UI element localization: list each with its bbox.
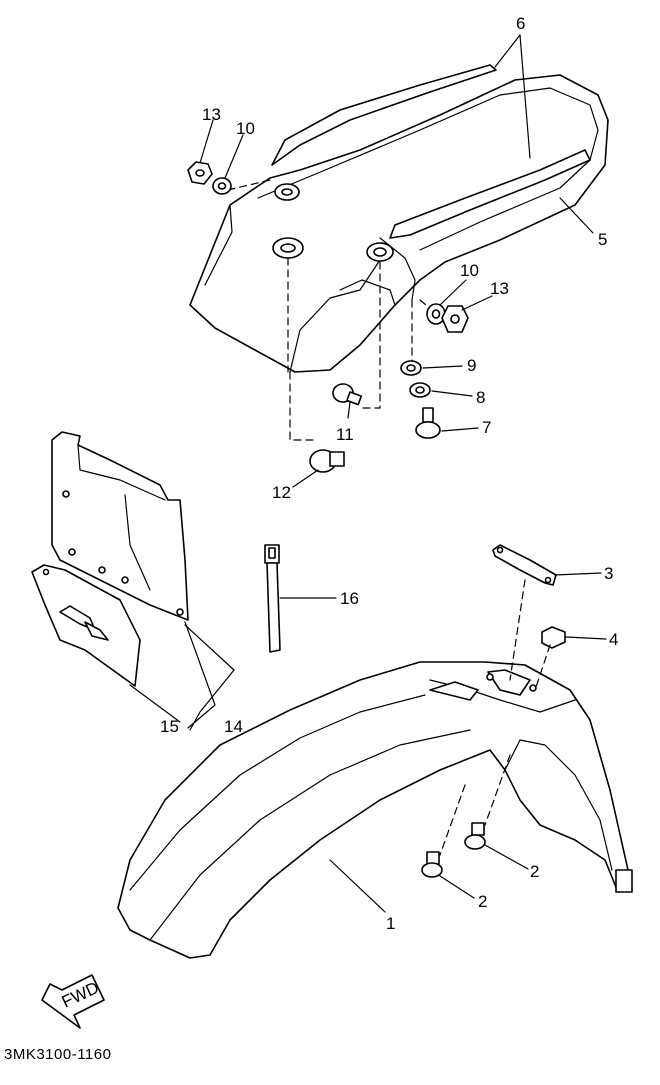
nut-part-4 <box>541 626 566 649</box>
callout-3: 3 <box>604 564 613 583</box>
assembly-lines-upper <box>227 179 433 441</box>
callout-6: 6 <box>516 14 525 33</box>
callout-2-left: 2 <box>478 892 487 911</box>
washer-part-10-right <box>426 303 446 325</box>
washer-part-9 <box>400 360 422 376</box>
callout-2-right: 2 <box>530 862 539 881</box>
cable-tie-part-16 <box>264 544 281 653</box>
callout-16: 16 <box>340 589 359 608</box>
plate-part-15 <box>31 564 141 687</box>
callout-10-right: 10 <box>460 261 479 280</box>
callout-5: 5 <box>598 230 607 249</box>
bolt-part-2-right <box>464 822 486 850</box>
fender-grommets <box>272 183 394 262</box>
callout-8: 8 <box>476 388 485 407</box>
fwd-arrow-icon: FWD <box>41 974 105 1029</box>
lock-washer-part-8 <box>409 382 431 398</box>
callout-14: 14 <box>224 717 243 736</box>
front-fender-part-1 <box>117 661 633 959</box>
callout-1: 1 <box>386 914 395 933</box>
callout-13-right: 13 <box>490 279 509 298</box>
callout-4: 4 <box>609 630 618 649</box>
side-cover-part-14 <box>51 431 189 621</box>
bolt-part-7 <box>415 407 441 439</box>
drawing-code: 3MK3100-1160 <box>4 1046 112 1063</box>
stay-plate-part-3 <box>492 544 557 586</box>
bolt-part-2-left <box>421 851 443 878</box>
callout-leaders <box>129 34 607 913</box>
bolt-part-12 <box>309 449 345 473</box>
callout-12: 12 <box>272 483 291 502</box>
callout-10-upper: 10 <box>236 119 255 138</box>
callout-7: 7 <box>482 418 491 437</box>
callout-9: 9 <box>467 356 476 375</box>
callout-13-upper: 13 <box>202 105 221 124</box>
callout-11: 11 <box>336 425 354 444</box>
washer-part-10-upper <box>212 177 232 195</box>
nut-part-13-upper <box>187 161 213 185</box>
assembly-lines-lower <box>439 579 551 856</box>
nut-part-13-right <box>441 305 469 333</box>
decal-stripes-part-6 <box>271 64 591 239</box>
bolt-part-11 <box>332 383 363 406</box>
callout-labels: 13 10 6 5 10 13 9 8 7 11 12 16 3 4 15 14… <box>160 14 618 933</box>
callout-15: 15 <box>160 717 179 736</box>
